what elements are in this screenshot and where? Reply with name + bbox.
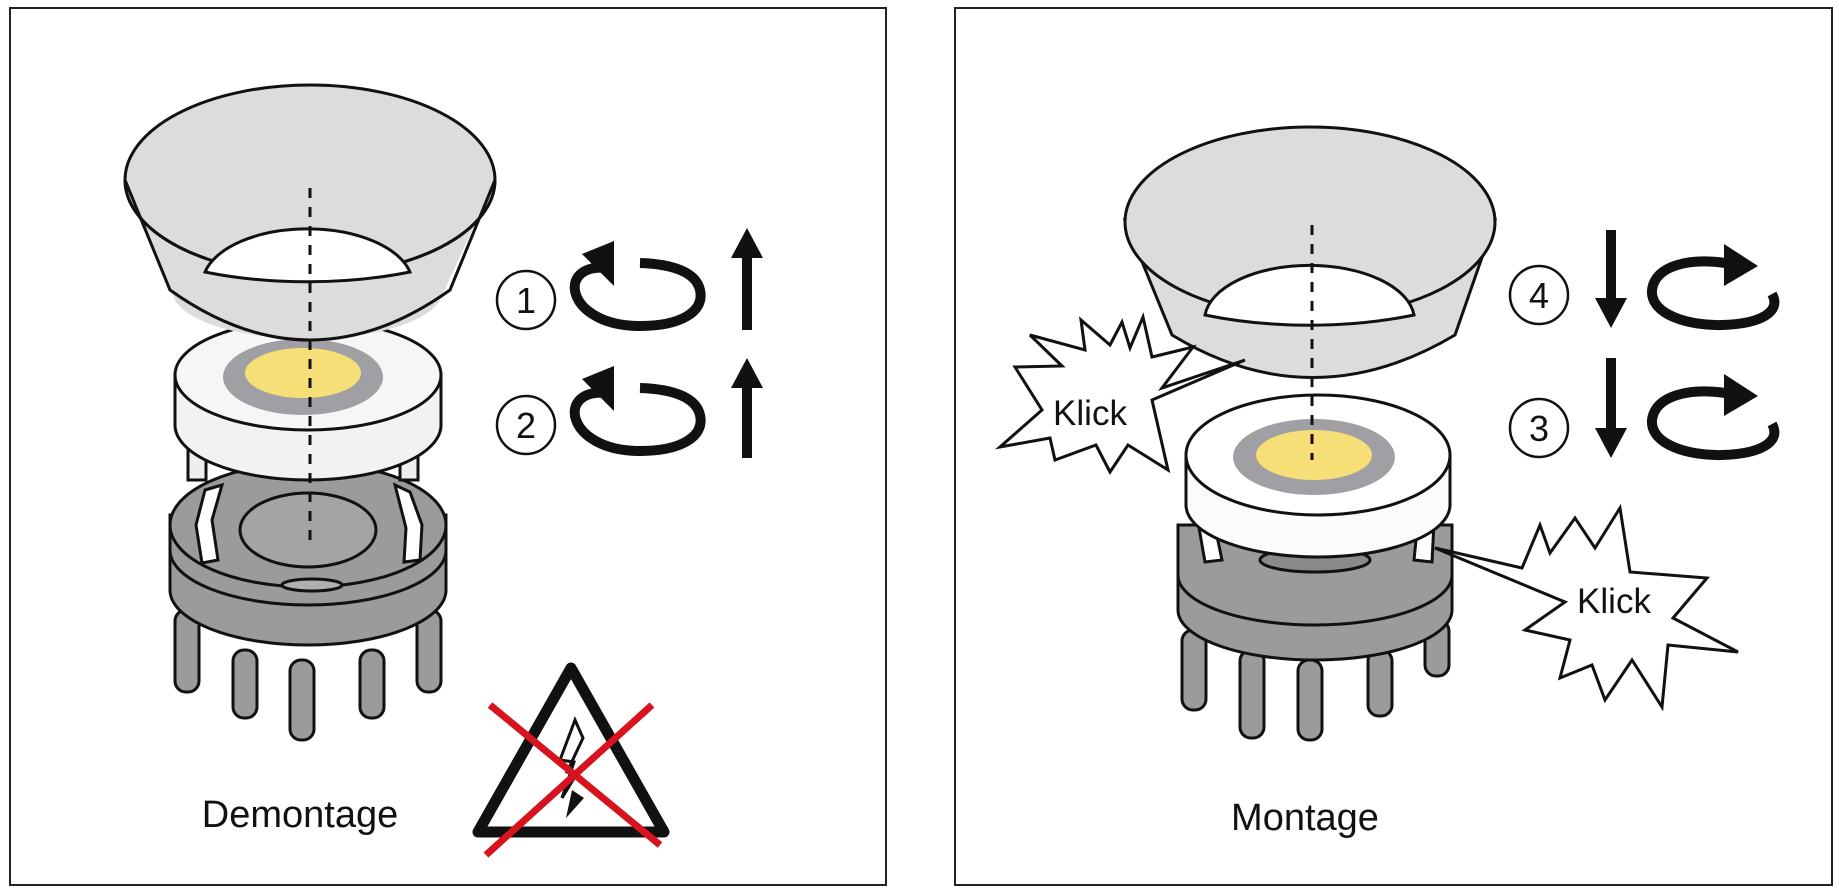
arrow-up-head bbox=[731, 228, 763, 258]
burst-shape bbox=[994, 312, 1246, 475]
rotate-arrowhead bbox=[1724, 374, 1758, 416]
reflector-opening bbox=[202, 227, 413, 284]
pin bbox=[1366, 648, 1394, 718]
reflector bbox=[1122, 125, 1498, 379]
rotate-ccw-icon bbox=[569, 258, 706, 332]
caption-demontage: Demontage bbox=[202, 794, 398, 836]
pin bbox=[1296, 658, 1324, 742]
rotate-cw-icon bbox=[1647, 256, 1780, 331]
latch-left bbox=[194, 482, 225, 565]
burst-shape bbox=[1434, 503, 1739, 712]
panel-demontage: 1 2 Demontage bbox=[9, 7, 887, 886]
pin bbox=[231, 648, 259, 720]
no-voltage-warning-icon bbox=[472, 662, 670, 858]
socket-housing bbox=[168, 461, 448, 742]
rotate-cw-icon bbox=[1647, 386, 1780, 461]
housing-slot bbox=[280, 577, 344, 593]
step-1: 1 bbox=[495, 228, 763, 332]
rotate-arrowhead bbox=[582, 241, 614, 286]
step-number-circle bbox=[495, 269, 557, 331]
pin bbox=[358, 648, 386, 720]
pin bbox=[1238, 648, 1266, 740]
led-module bbox=[173, 318, 443, 482]
rotate-arrowhead bbox=[1724, 244, 1758, 286]
led-chip bbox=[1256, 430, 1372, 480]
step-3: 3 bbox=[1508, 358, 1780, 461]
step-number: 1 bbox=[516, 280, 536, 321]
step-2: 2 bbox=[495, 358, 763, 458]
klick-callout-right: Klick bbox=[1434, 503, 1739, 712]
panel-montage: 4 3 Klick Klick Montage bbox=[954, 7, 1833, 886]
klick-text: Klick bbox=[1577, 582, 1651, 621]
pin bbox=[1180, 628, 1208, 712]
caption-montage: Montage bbox=[1231, 797, 1379, 839]
led-chip bbox=[245, 348, 361, 398]
step-number: 3 bbox=[1529, 408, 1549, 449]
step-4: 4 bbox=[1508, 230, 1780, 331]
arrow-down-head bbox=[1595, 428, 1627, 458]
reflector-opening bbox=[1203, 263, 1416, 327]
lightning-tip bbox=[566, 790, 584, 818]
step-number: 4 bbox=[1529, 275, 1549, 316]
pin bbox=[288, 658, 316, 742]
step-number: 2 bbox=[516, 405, 536, 446]
cross-line bbox=[483, 702, 655, 858]
rotate-arrowhead bbox=[582, 366, 614, 411]
rotate-ccw-icon bbox=[569, 383, 706, 457]
step-number-circle bbox=[1508, 264, 1570, 326]
reflector bbox=[123, 83, 497, 342]
step-number-circle bbox=[1508, 397, 1570, 459]
step-number-circle bbox=[495, 394, 557, 456]
arrow-down-head bbox=[1595, 298, 1627, 328]
housing-center bbox=[238, 491, 378, 569]
klick-callout-left: Klick bbox=[994, 312, 1246, 475]
klick-text: Klick bbox=[1053, 394, 1127, 433]
arrow-up-head bbox=[731, 358, 763, 388]
latch-right bbox=[392, 482, 424, 564]
led-module bbox=[1184, 393, 1452, 559]
